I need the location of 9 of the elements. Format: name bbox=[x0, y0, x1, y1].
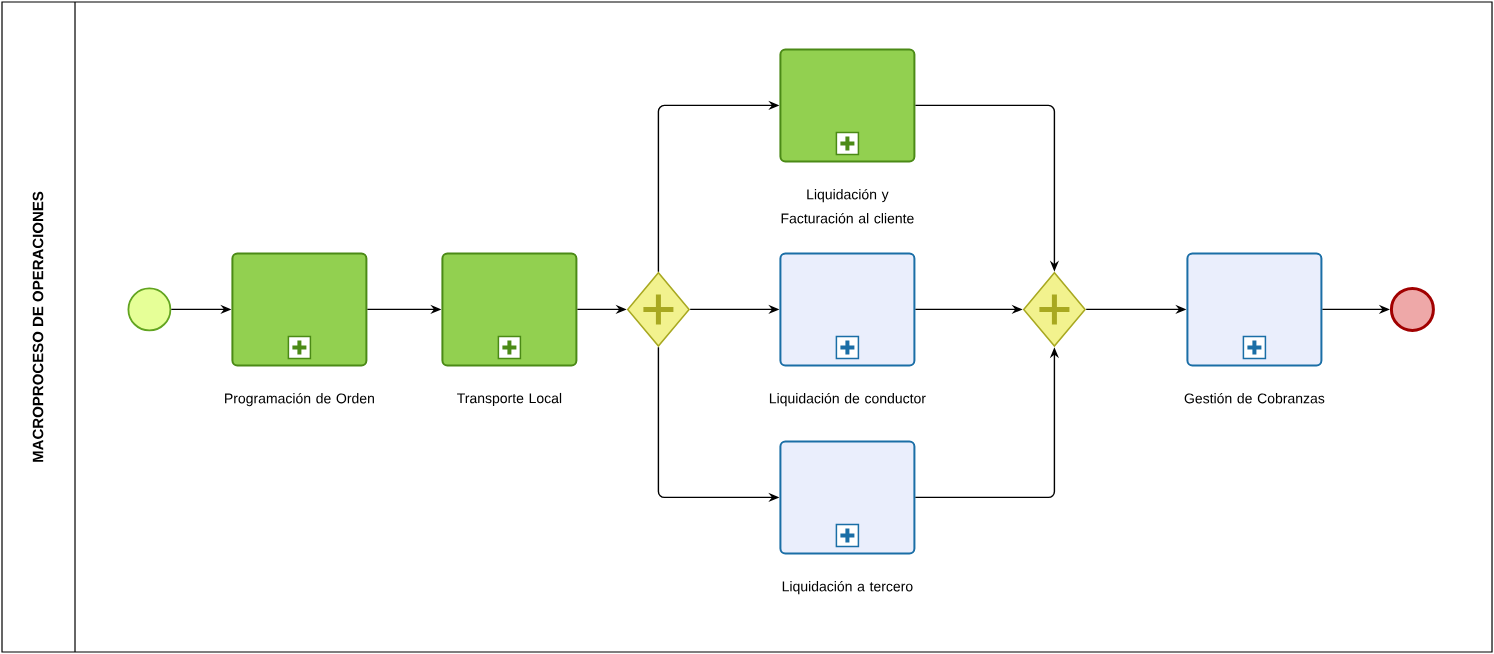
task-label: Programación de Orden bbox=[225, 392, 374, 407]
task-label: Gestión de Cobranzas bbox=[1184, 392, 1325, 404]
task-label: Liquidación a tercero bbox=[782, 580, 913, 595]
end-event-circle bbox=[1389, 286, 1435, 332]
start-event-circle bbox=[127, 287, 172, 332]
task-label: Transporte Local bbox=[457, 392, 562, 406]
task-label: Liquidación de conductor bbox=[769, 392, 926, 407]
pool-label: MACROPROCESO DE OPERACIONES bbox=[32, 191, 44, 462]
task-label: Liquidación y Facturación al cliente bbox=[781, 188, 914, 224]
